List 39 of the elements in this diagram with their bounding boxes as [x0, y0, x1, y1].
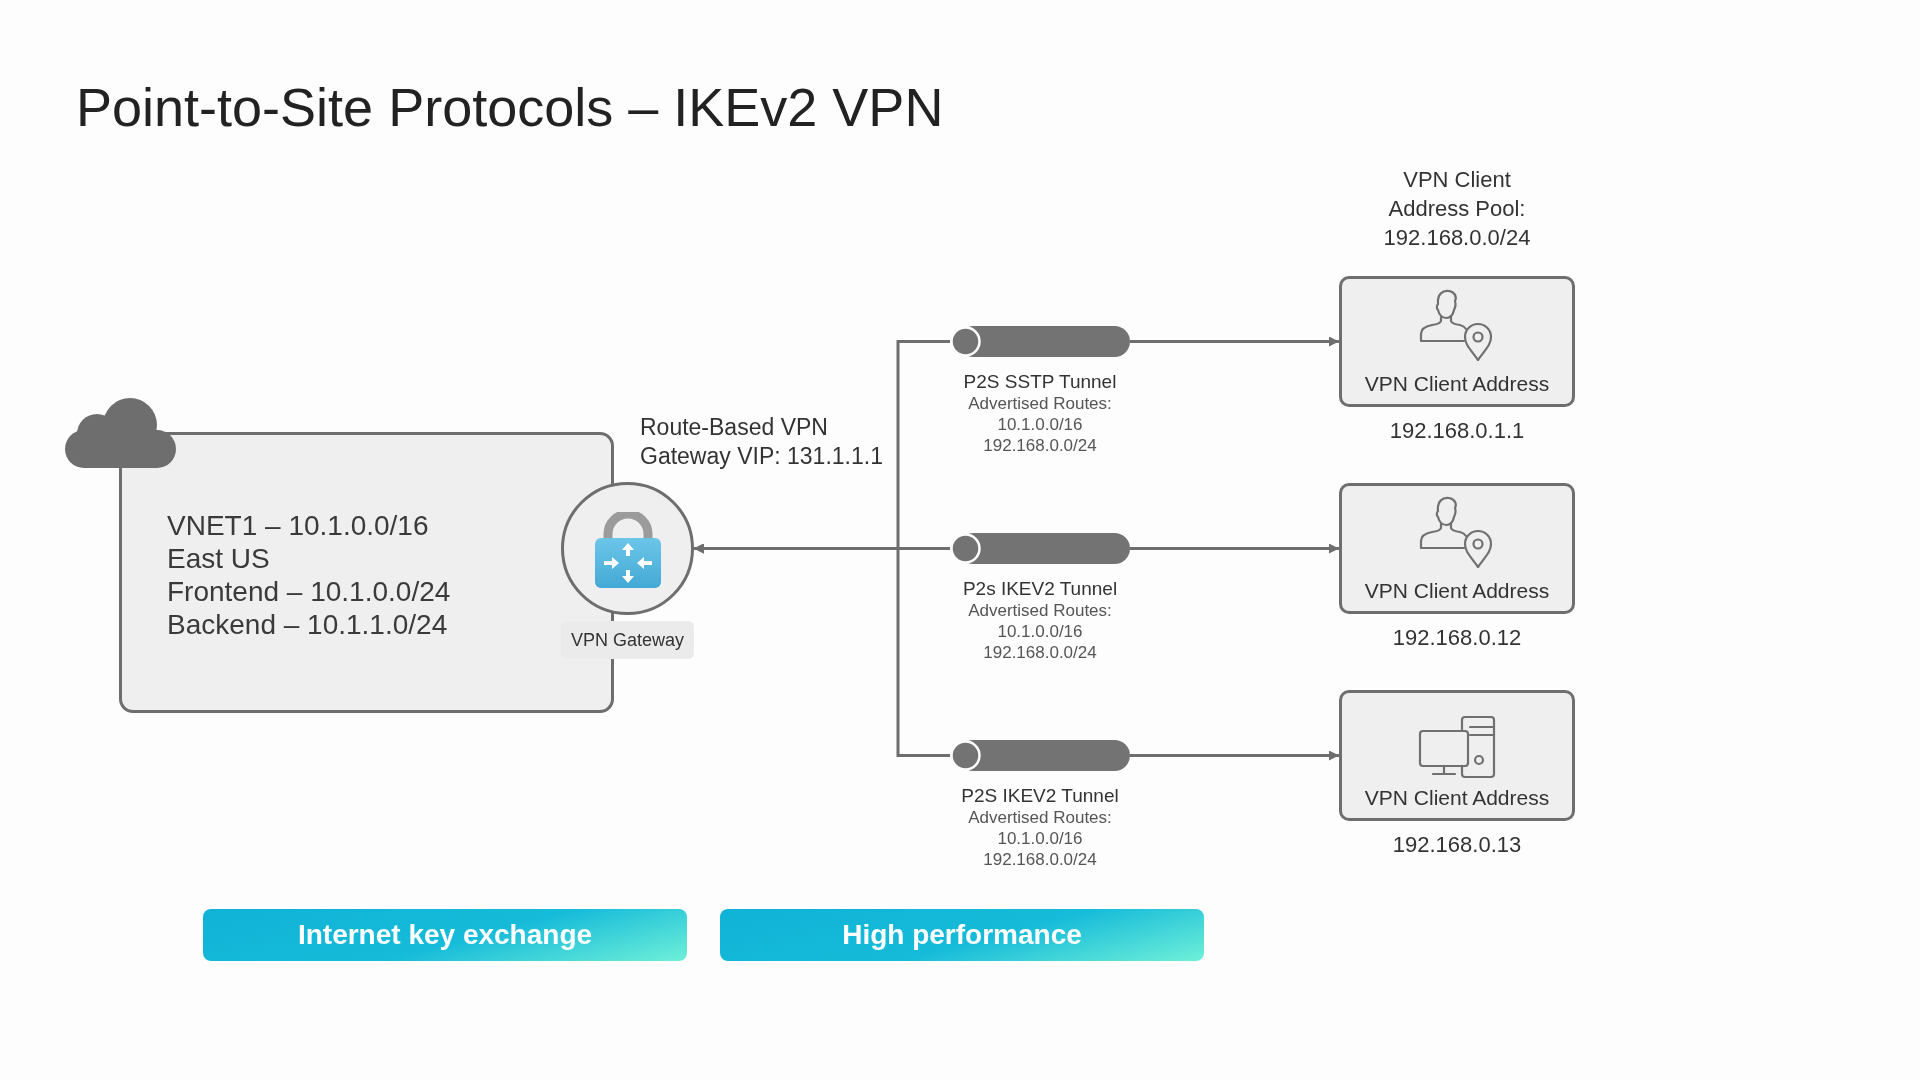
client-box — [1339, 276, 1575, 407]
banner-text: Internet key exchange — [297, 919, 593, 951]
feature-banner — [720, 909, 1204, 961]
network-detail: East US — [167, 542, 270, 575]
connector-arrow — [1130, 543, 1339, 554]
network-detail: VNET1 – 10.1.0.0/16 — [167, 509, 429, 542]
network-detail: Backend – 10.1.1.0/24 — [167, 608, 448, 641]
route-text: 10.1.0.0/16 — [997, 621, 1083, 642]
slide-title: Point-to-Site Protocols – IKEv2 VPN — [76, 76, 944, 139]
gateway-info: Gateway VIP: 131.1.1.1 — [640, 442, 883, 471]
tunnel-name: P2S SSTP Tunnel — [963, 370, 1117, 393]
client-label: VPN Client Address — [1364, 785, 1550, 811]
route-text: Advertised Routes: — [968, 600, 1112, 621]
connector-arrow — [694, 543, 950, 757]
tunnel-name: P2s IKEV2 Tunnel — [962, 577, 1118, 600]
client-label: VPN Client Address — [1364, 578, 1550, 604]
client-box — [1339, 690, 1575, 821]
route-text: 10.1.0.0/16 — [997, 828, 1083, 849]
route-text: 192.168.0.0/24 — [983, 642, 1097, 663]
vnet-box — [119, 432, 614, 713]
node-label: VPN Gateway — [561, 621, 694, 659]
gateway-info: Route-Based VPN — [640, 413, 828, 442]
tunnel-name: P2S IKEV2 Tunnel — [961, 784, 1119, 807]
route-text: Advertised Routes: — [968, 393, 1112, 414]
connector-arrow — [1130, 336, 1339, 347]
route-text: 192.168.0.0/24 — [983, 435, 1097, 456]
route-text: Advertised Routes: — [968, 807, 1112, 828]
ip-address: 192.168.0.13 — [1392, 831, 1522, 859]
route-text: 10.1.0.0/16 — [997, 414, 1083, 435]
ip-address: 192.168.0.1.1 — [1389, 417, 1525, 445]
client-label: VPN Client Address — [1364, 371, 1550, 397]
connector-arrow — [1130, 750, 1339, 761]
pool-label: VPN Client Address Pool: 192.168.0.0/24 — [1382, 166, 1532, 252]
banner-text: High performance — [842, 919, 1082, 951]
client-box — [1339, 483, 1575, 614]
ip-address: 192.168.0.12 — [1392, 624, 1522, 652]
route-text: 192.168.0.0/24 — [983, 849, 1097, 870]
network-detail: Frontend – 10.1.0.0/24 — [167, 575, 451, 608]
feature-banner — [203, 909, 687, 961]
